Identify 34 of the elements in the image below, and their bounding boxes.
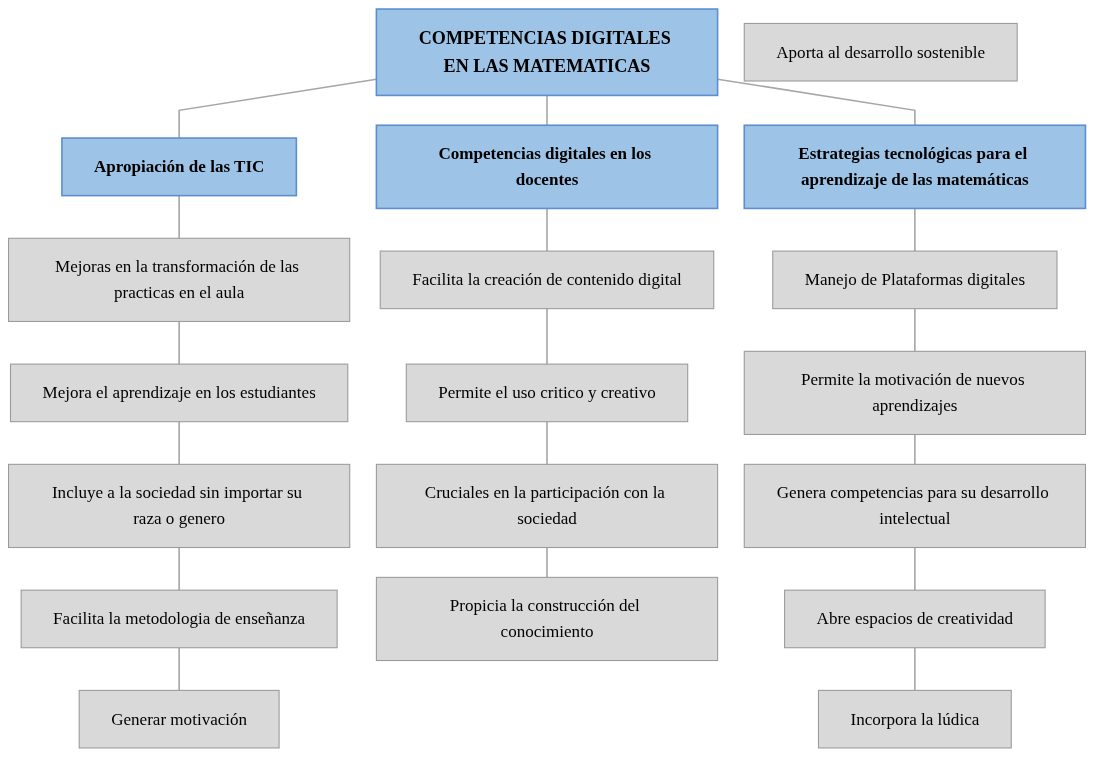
node-box: Estrategias tecnológicas para el aprendizaje de las matemáticas	[743, 124, 1087, 210]
connector	[914, 307, 916, 353]
connector	[178, 194, 180, 240]
connector	[546, 546, 548, 579]
connector	[546, 420, 548, 466]
node-box: Mejora el aprendizaje en los estudiantes	[9, 363, 349, 423]
node-box: Facilita la metodologia de enseñanza	[20, 589, 338, 649]
connector	[178, 546, 180, 591]
node-box: Competencias digitales en los docentes	[375, 124, 719, 210]
connector	[546, 94, 548, 127]
connector	[914, 207, 916, 252]
node-box: Permite la motivación de nuevos aprendizajes	[743, 350, 1086, 435]
node-box: Incorpora la lúdica	[817, 689, 1012, 749]
node-box: Apropiación de las TIC	[61, 137, 298, 197]
node-box: Incluye a la sociedad sin importar su raza o genero	[8, 463, 351, 549]
node-box: Mejoras en la transformación de las practicas en el aula	[8, 237, 351, 322]
connector	[178, 420, 180, 466]
connector	[178, 320, 180, 365]
node-box: Facilita la creación de contenido digital	[379, 250, 715, 310]
connector	[914, 646, 916, 692]
node-box: Generar motivación	[78, 689, 280, 749]
connector	[546, 207, 548, 252]
connector	[178, 646, 180, 692]
connector	[914, 546, 916, 591]
node-box: Permite el uso critico y creativo	[405, 363, 689, 423]
connector	[914, 433, 916, 466]
node-box: Manejo de Plataformas digitales	[772, 250, 1058, 310]
node-box: Abre espacios de creatividad	[784, 589, 1046, 649]
connector	[546, 307, 548, 365]
node-box: Cruciales en la participación con la sociedad	[375, 463, 719, 549]
node-box: Propicia la construcción del conocimiento	[375, 576, 719, 662]
node-box: Genera competencias para su desarrollo intelectual	[743, 463, 1086, 549]
node-box: Aporta al desarrollo sostenible	[743, 22, 1018, 82]
node-box: COMPETENCIAS DIGITALES EN LAS MATEMATICAS	[375, 8, 719, 97]
